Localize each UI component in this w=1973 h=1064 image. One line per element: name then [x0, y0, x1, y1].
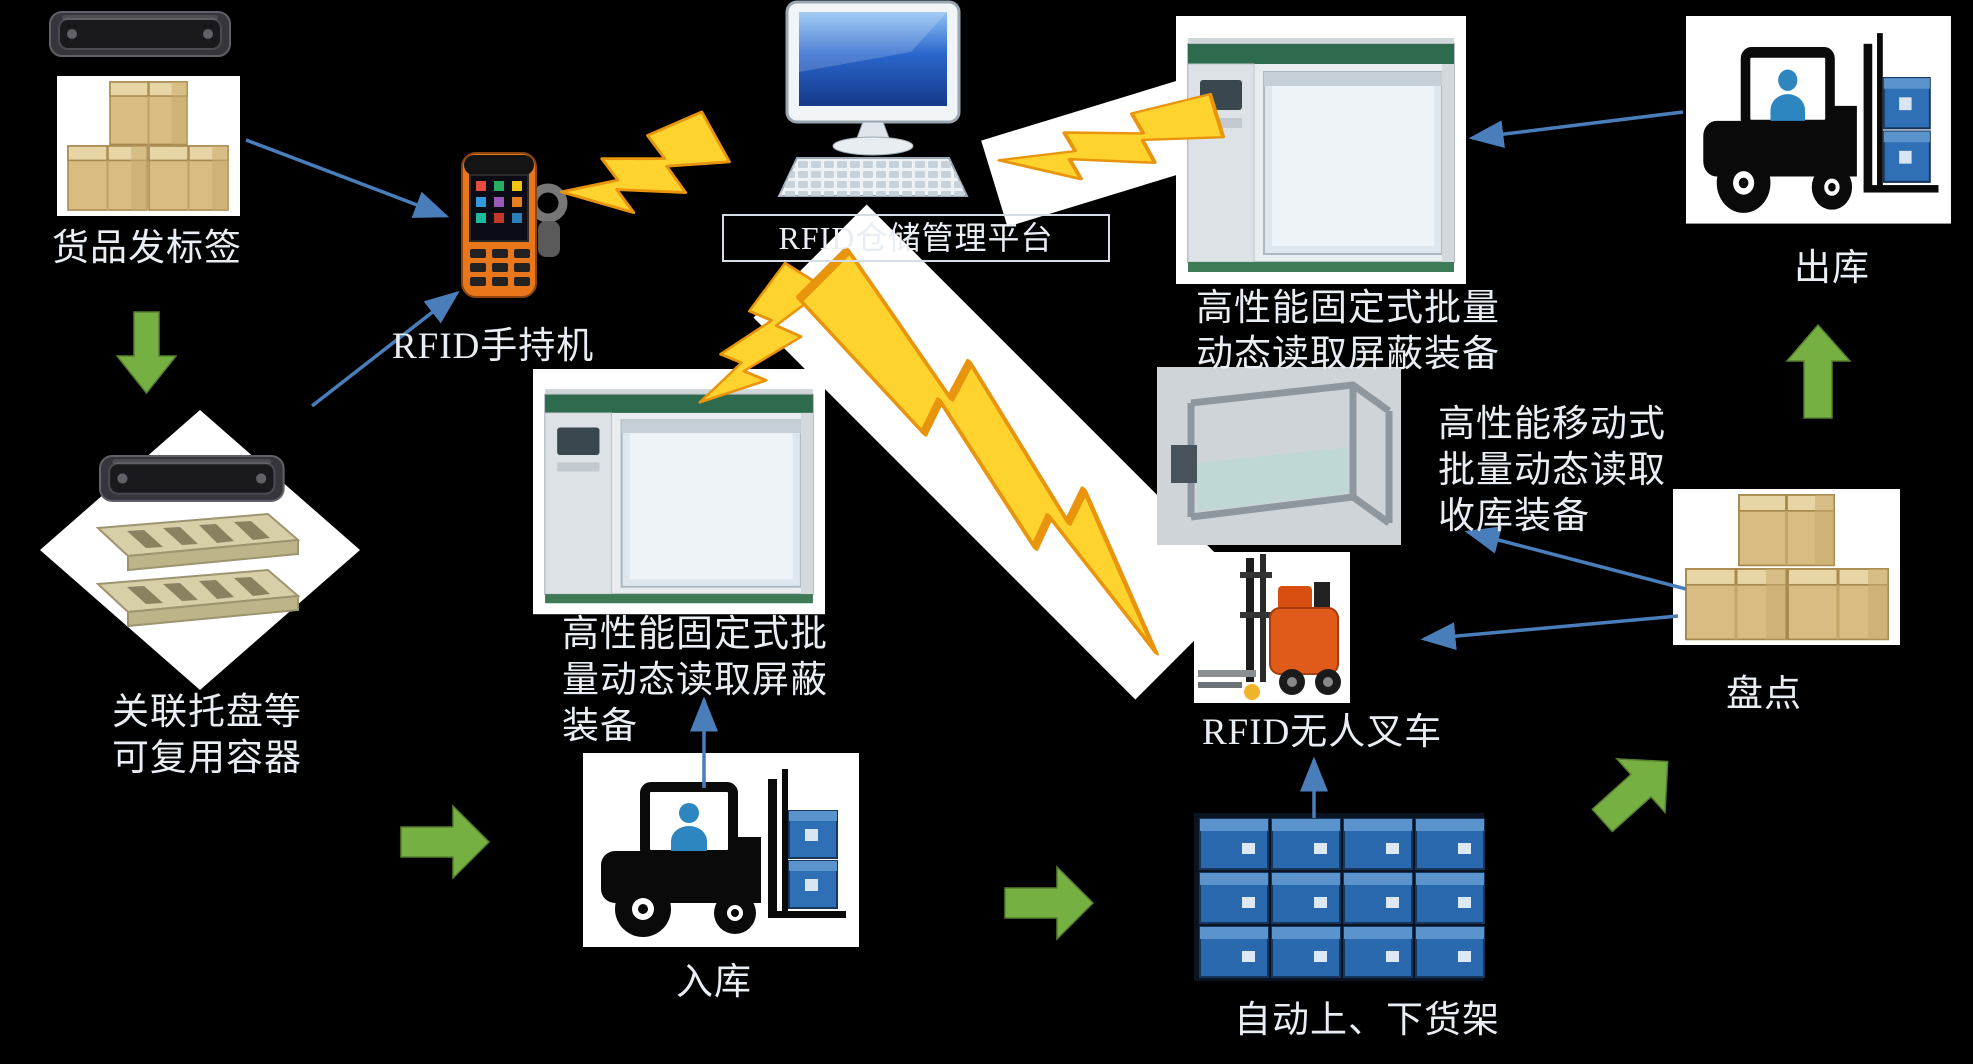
auto-shelving-image	[1194, 813, 1485, 981]
pallet-container-image	[40, 410, 360, 690]
computer-image	[777, 0, 969, 197]
label-rfid-forklift: RFID无人叉车	[1202, 712, 1443, 753]
lightning-bolt-handheld-link	[555, 103, 734, 247]
rfid-tag-image	[49, 11, 231, 57]
fixed-reader-center-image	[531, 367, 827, 616]
rfid-forklift-image	[1194, 552, 1350, 703]
fixed-reader-top-image	[1175, 15, 1467, 285]
label-mobile-reader: 高性能移动式 批量动态读取 收库装备	[1438, 404, 1666, 537]
label-fixed-reader-top: 高性能固定式批量 动态读取屏蔽装备	[1196, 288, 1500, 375]
arrow-goods-to-handheld	[245, 138, 450, 218]
label-inbound: 入库	[676, 962, 752, 1003]
handheld-reader-image	[461, 152, 568, 298]
label-goods-tagging: 货品发标签	[52, 228, 242, 269]
arrow-outbound-to-gate	[1468, 110, 1684, 149]
label-fixed-reader-center: 高性能固定式批 量动态读取屏蔽 装备	[562, 614, 828, 747]
label-reusable-container: 关联托盘等 可复用容器	[112, 692, 302, 779]
label-handheld-reader: RFID手持机	[392, 326, 595, 367]
arrow-right-inbound-to-shelving	[1004, 865, 1095, 941]
arrow-right-container-to-inbound	[400, 804, 491, 880]
arrow-down-tag-to-container	[115, 311, 178, 395]
arrow-diagonal-to-stocktake	[1591, 758, 1669, 833]
arrow-stocktake-to-forklift	[1420, 614, 1679, 651]
label-outbound: 出库	[1794, 248, 1870, 289]
arrow-stocktake-to-mobile-reader	[1464, 526, 1687, 591]
stocktaking-boxes-image	[1673, 489, 1900, 645]
goods-boxes-image	[57, 76, 240, 216]
outbound-forklift-image	[1686, 16, 1951, 224]
label-stocktaking: 盘点	[1726, 674, 1802, 715]
arrow-container-to-handheld	[310, 290, 460, 408]
platform-title: RFID仓储管理平台	[722, 214, 1110, 262]
arrow-up-stocktake-to-outbound	[1785, 323, 1852, 419]
label-auto-shelving: 自动上、下货架	[1234, 1000, 1500, 1041]
inbound-forklift-image	[583, 753, 859, 947]
mobile-reader-image	[1157, 367, 1401, 545]
